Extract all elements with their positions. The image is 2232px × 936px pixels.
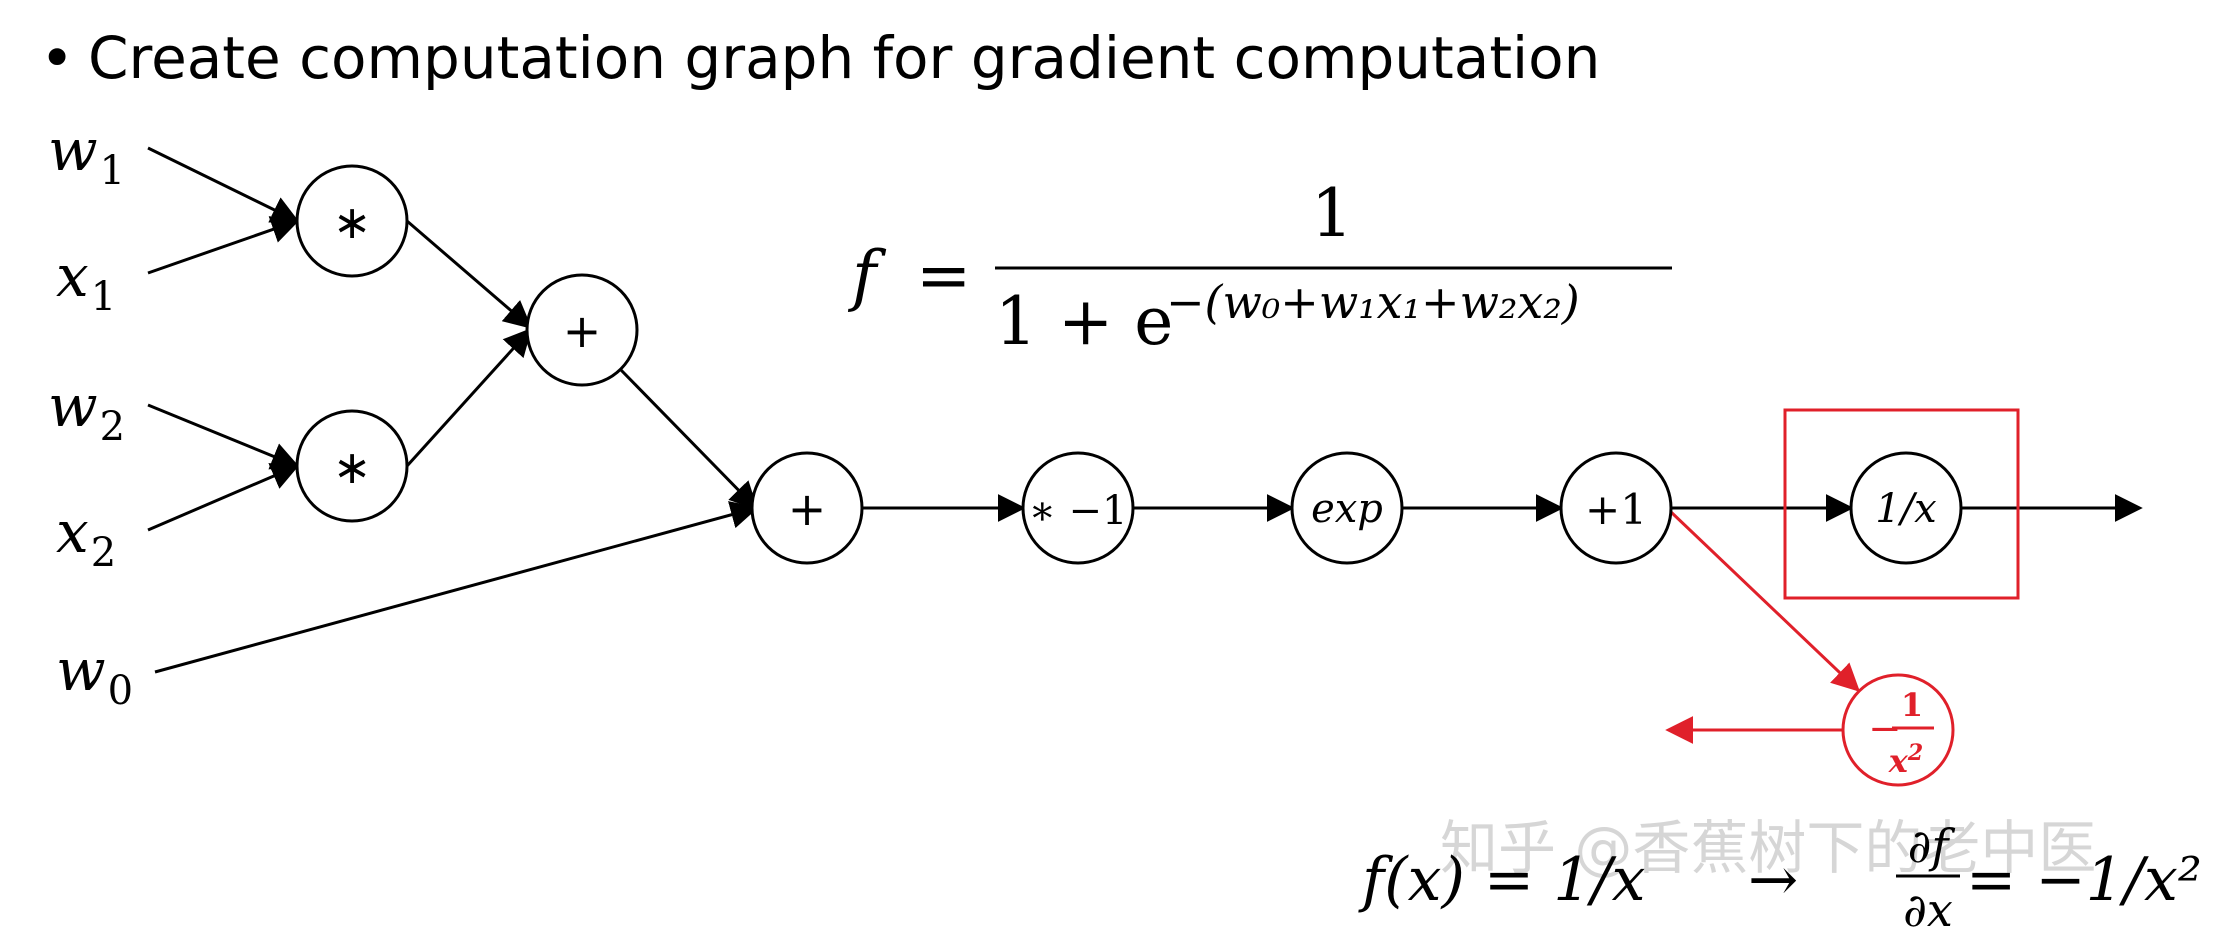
watermark: 知乎 @香蕉树下的老中医 [1440, 814, 2096, 882]
node-recip: 1/x [1849, 451, 1963, 565]
deriv-denominator: ∂x [1903, 883, 1953, 936]
node-mul1: ∗ [295, 164, 409, 278]
input-w2: w2 [48, 372, 125, 450]
sigmoid-formula: f = 1 1 + e −(w₀+w₁x₁+w₂x₂) [847, 175, 1672, 360]
svg-text:exp: exp [1311, 486, 1383, 532]
svg-text:∗: ∗ [333, 195, 372, 249]
svg-text:+: + [563, 304, 602, 358]
edge-mul2-add1 [405, 327, 532, 468]
svg-text:1 + e: 1 + e [995, 283, 1173, 360]
bottom-lhs: f(x) = 1/x [1358, 845, 1646, 915]
slide-title: Create computation graph for gradient co… [88, 24, 1600, 92]
svg-text:1/x: 1/x [1875, 486, 1936, 532]
node-add1: + [525, 273, 639, 387]
bottom-rhs: = −1/x² [1966, 845, 2202, 915]
grad-numerator: 1 [1901, 686, 1923, 724]
edge-w2-mul2 [147, 403, 300, 470]
edge-w0-add2 [154, 501, 759, 674]
graph-edges [147, 146, 2143, 674]
svg-text:∗: ∗ [333, 440, 372, 494]
edge-x1-mul1 [147, 216, 300, 275]
node-grad-red: − 1 x2 [1841, 673, 1955, 787]
highlight-box [1783, 408, 2020, 600]
node-add2: + [750, 451, 864, 565]
svg-text:1: 1 [1311, 175, 1353, 252]
svg-text:=: = [916, 237, 971, 314]
input-x2: x2 [56, 498, 116, 576]
edge-add1-add2 [619, 368, 758, 511]
svg-text:−(w₀+w₁x₁+w₂x₂): −(w₀+w₁x₁+w₂x₂) [1166, 275, 1580, 329]
edge-x2-mul2 [147, 463, 300, 532]
input-w1: w1 [48, 116, 125, 194]
deriv-numerator: ∂f [1908, 819, 1956, 873]
node-plus1: +1 [1559, 451, 1673, 565]
node-mul2: ∗ [295, 409, 409, 523]
input-x1: x1 [56, 242, 116, 320]
edge-plus1-grad-red [1669, 510, 1861, 692]
svg-text:+1: +1 [1585, 485, 1647, 534]
node-neg: ∗ −1 [1021, 451, 1135, 565]
svg-text:w1: w1 [48, 116, 125, 194]
svg-text:x2: x2 [56, 498, 116, 576]
svg-text:w0: w0 [56, 636, 133, 714]
edge-mul1-add1 [406, 219, 533, 329]
svg-text:f: f [847, 237, 887, 314]
input-w0: w0 [56, 636, 133, 714]
svg-text:∗ −1: ∗ −1 [1029, 488, 1128, 534]
svg-text:x1: x1 [56, 242, 116, 320]
node-exp: exp [1290, 451, 1404, 565]
svg-text:w2: w2 [48, 372, 125, 450]
bottom-derivative: f(x) = 1/x → ∂f ∂x = −1/x² [1358, 819, 2202, 936]
svg-text:+: + [788, 482, 827, 536]
grad-denominator: x2 [1888, 740, 1923, 780]
edge-w1-mul1 [147, 146, 300, 223]
bullet: • [40, 24, 74, 92]
bottom-arrow: → [1748, 845, 1798, 915]
